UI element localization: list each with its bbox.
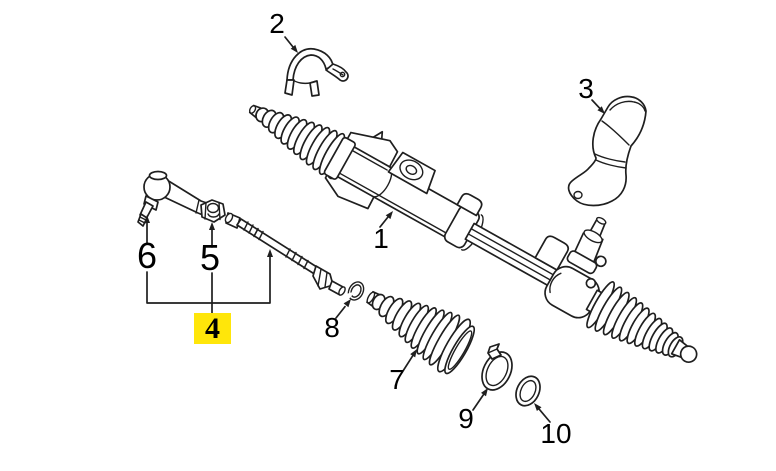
callout-label-1[interactable]: 1: [373, 223, 389, 254]
part-boot-clamp: [481, 343, 513, 391]
part-steering-gear-assembly: [248, 104, 698, 364]
part-mounting-clamp: [284, 48, 349, 97]
part-seal-ring: [515, 375, 541, 407]
part-inner-tie-rod: [224, 212, 346, 296]
part-rack-boot: [366, 290, 476, 375]
callout-label-6[interactable]: 6: [137, 235, 157, 276]
leader-arrows: [144, 36, 605, 423]
callout-label-2[interactable]: 2: [269, 8, 285, 39]
callout-label-4[interactable]: 4: [205, 312, 220, 345]
callout-label-3[interactable]: 3: [578, 73, 594, 104]
callout-label-9[interactable]: 9: [458, 403, 474, 434]
kit-group-bracket: [146, 249, 273, 314]
part-jam-nut: [200, 199, 226, 223]
callout-label-8[interactable]: 8: [324, 312, 340, 343]
callout-label-7[interactable]: 7: [389, 364, 405, 395]
callout-label-10[interactable]: 10: [540, 418, 571, 449]
highlight-box-callout-4[interactable]: [194, 313, 231, 344]
part-retaining-clip: [343, 281, 365, 301]
part-heat-shield: [567, 95, 647, 207]
callout-label-5[interactable]: 5: [200, 237, 220, 278]
